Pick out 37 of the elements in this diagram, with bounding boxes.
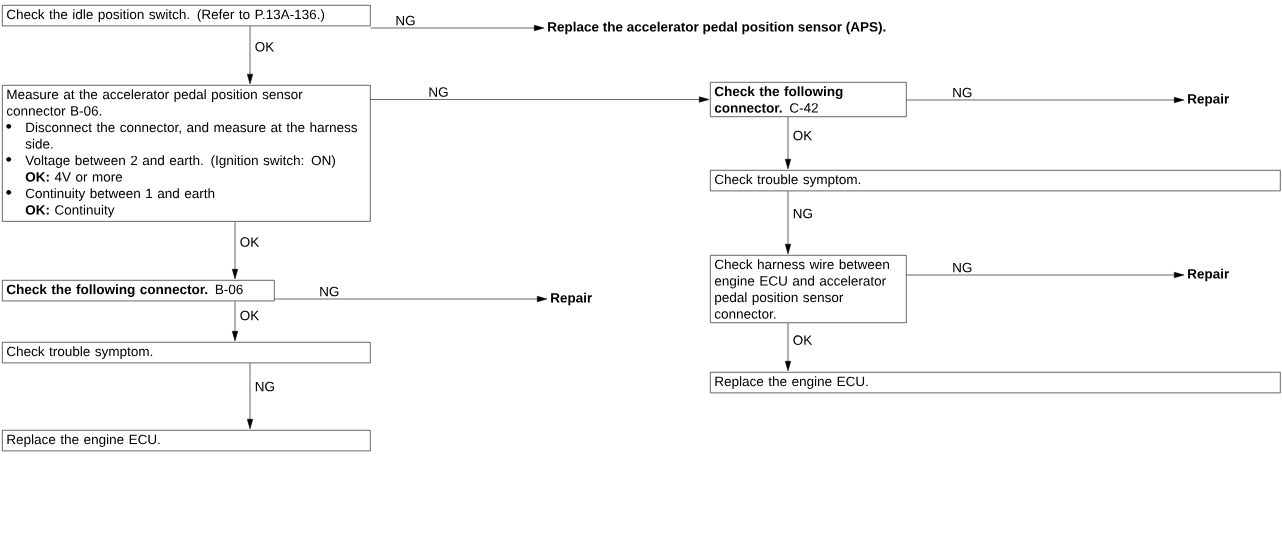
arrow	[232, 221, 238, 280]
edge-label: NG	[393, 14, 418, 27]
arrow	[274, 296, 548, 302]
edge-label: NG	[950, 261, 974, 274]
edge-label: NG	[317, 285, 341, 298]
action-text: Repair	[1188, 93, 1229, 107]
arrow	[785, 116, 791, 170]
edge-label: OK	[238, 235, 261, 249]
arrow	[232, 300, 238, 342]
arrow	[247, 25, 253, 85]
process-box: Check trouble symptom.	[710, 170, 1281, 192]
action-text: Repair	[1188, 268, 1229, 282]
process-box: Replace the engine ECU.	[710, 372, 1281, 394]
arrow	[370, 25, 545, 31]
arrow	[785, 190, 791, 255]
edge-label: OK	[791, 333, 814, 347]
process-box: Check harness wire between engine ECU and accelerator pedal position sensor connector.	[710, 255, 907, 323]
action-text: Replace the accelerator pedal position sensor (APS).	[548, 21, 886, 35]
process-box: Check the following connector. C-42	[710, 82, 907, 117]
process-box: Check the idle position switch. (Refer to P.13A-136.)	[2, 5, 371, 27]
edge-label: NG	[950, 86, 974, 99]
process-box: Check the following connector. B-06	[2, 280, 275, 302]
arrow	[906, 272, 1185, 278]
arrow	[785, 322, 791, 372]
action-text: Repair	[551, 292, 592, 306]
edge-label: NG	[791, 207, 815, 220]
arrow	[247, 362, 253, 430]
arrow	[906, 97, 1185, 103]
edge-label: OK	[791, 129, 814, 142]
edge-label: NG	[253, 380, 277, 393]
arrow	[370, 96, 710, 103]
edge-label: NG	[426, 85, 451, 99]
process-box: Check trouble symptom.	[2, 342, 371, 364]
process-box: Replace the engine ECU.	[2, 430, 371, 452]
edge-label: OK	[253, 40, 276, 54]
process-box: Measure at the accelerator pedal position sensor connector B-06. Disconnect the connector, and measure at the harness side. Voltage between 2 and earth. (Ignition switch: ON) OK: 4V or more Continuity between 1 and earth OK: Continuity	[2, 85, 371, 222]
edge-label: OK	[238, 309, 261, 322]
